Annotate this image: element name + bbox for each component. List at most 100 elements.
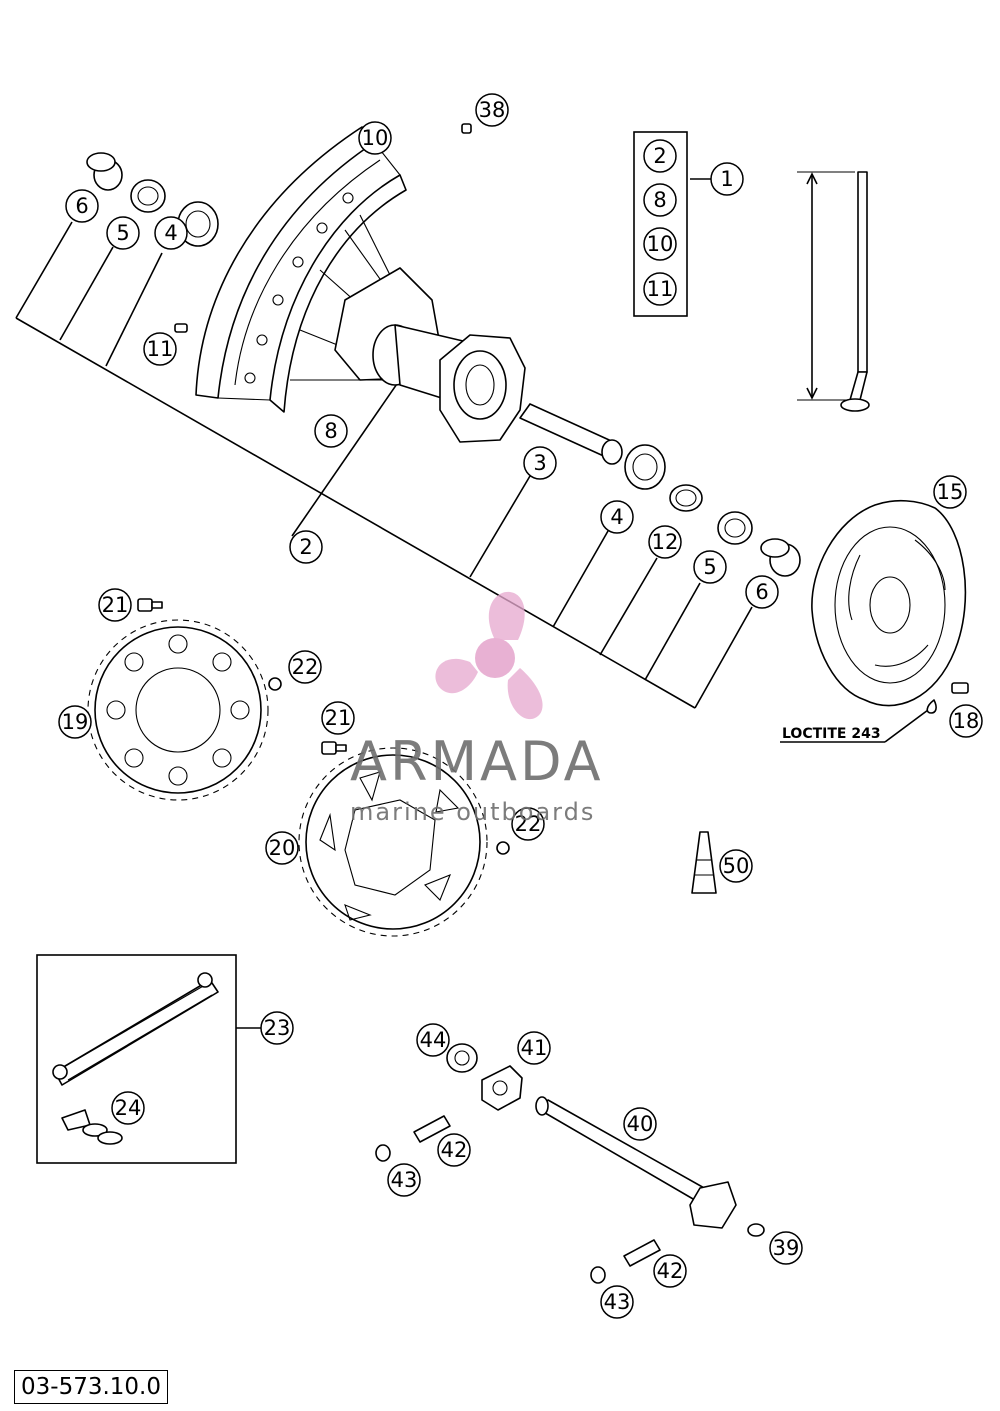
seal-5-right	[717, 511, 753, 545]
svg-text:50: 50	[723, 854, 750, 878]
svg-text:5: 5	[116, 221, 129, 245]
nipple-38	[461, 123, 472, 134]
sprocket-19	[87, 619, 269, 801]
spoke-nipple-11	[174, 323, 188, 333]
svg-text:12: 12	[652, 530, 679, 554]
callout-12[interactable]: 12	[648, 525, 682, 559]
svg-text:40: 40	[627, 1112, 654, 1136]
callout-24[interactable]: 24	[111, 1091, 145, 1125]
axle-40	[535, 1096, 737, 1229]
svg-text:19: 19	[62, 710, 89, 734]
svg-text:3: 3	[533, 451, 546, 475]
svg-text:43: 43	[604, 1290, 631, 1314]
callout-44[interactable]: 44	[416, 1023, 450, 1057]
leader-lines	[15, 178, 929, 1029]
sprocket-20	[298, 747, 488, 937]
callout-15[interactable]: 15	[933, 475, 967, 509]
nut-22-upper	[268, 677, 282, 691]
callout-5-right[interactable]: 5	[693, 550, 727, 584]
nut-43-upper	[375, 1144, 391, 1162]
svg-text:2: 2	[653, 144, 666, 168]
callout-19[interactable]: 19	[58, 705, 92, 739]
nut-22-lower	[496, 841, 510, 855]
callout-18[interactable]: 18	[949, 704, 983, 738]
callout-6-left[interactable]: 6	[65, 189, 99, 223]
svg-text:1: 1	[720, 167, 733, 191]
seal-5-left	[130, 179, 166, 213]
callout-kit-1[interactable]: 1	[710, 162, 744, 196]
callout-10[interactable]: 10	[358, 121, 392, 155]
callout-22-upper[interactable]: 22	[288, 650, 322, 684]
svg-text:43: 43	[391, 1168, 418, 1192]
svg-text:38: 38	[479, 98, 506, 122]
bolt-21-upper	[137, 598, 163, 612]
svg-text:5: 5	[703, 555, 716, 579]
callout-22-lower[interactable]: 22	[511, 807, 545, 841]
svg-text:42: 42	[441, 1138, 468, 1162]
callout-6-right[interactable]: 6	[745, 575, 779, 609]
bearing-4-right	[624, 444, 666, 490]
callout-41[interactable]: 41	[517, 1031, 551, 1065]
hub	[334, 267, 526, 443]
callout-20[interactable]: 20	[265, 831, 299, 865]
callout-11[interactable]: 11	[143, 332, 177, 366]
spoke-dimension	[797, 171, 870, 412]
kit-callout-8[interactable]: 8	[643, 183, 677, 217]
loctite-bottle-50	[691, 831, 717, 894]
callout-4-right[interactable]: 4	[600, 500, 634, 534]
callout-2[interactable]: 2	[289, 530, 323, 564]
watermark: ARMADA marine outboards	[350, 591, 604, 826]
watermark-subtitle: marine outboards	[350, 798, 595, 826]
svg-text:10: 10	[647, 232, 674, 256]
callout-39[interactable]: 39	[769, 1231, 803, 1265]
callout-8[interactable]: 8	[314, 414, 348, 448]
svg-text:6: 6	[75, 194, 88, 218]
callout-42-lower[interactable]: 42	[653, 1254, 687, 1288]
callout-21-upper[interactable]: 21	[98, 588, 132, 622]
screw-42-upper	[413, 1115, 451, 1143]
svg-text:10: 10	[362, 126, 389, 150]
watermark-title: ARMADA	[350, 730, 604, 793]
circlip-12	[669, 484, 703, 512]
svg-text:15: 15	[937, 480, 964, 504]
screw-42-lower	[623, 1239, 661, 1267]
svg-text:6: 6	[755, 580, 768, 604]
svg-text:44: 44	[420, 1028, 447, 1052]
nut-44	[446, 1043, 478, 1073]
svg-text:4: 4	[610, 505, 623, 529]
drawing-number: 03-573.10.0	[14, 1370, 168, 1404]
callout-23[interactable]: 23	[260, 1011, 294, 1045]
callout-21-lower[interactable]: 21	[321, 701, 355, 735]
svg-text:11: 11	[647, 277, 674, 301]
callout-38[interactable]: 38	[475, 93, 509, 127]
callout-4-left[interactable]: 4	[154, 216, 188, 250]
svg-text:8: 8	[653, 188, 666, 212]
callout-40[interactable]: 40	[623, 1107, 657, 1141]
callout-3[interactable]: 3	[523, 446, 557, 480]
svg-text:22: 22	[515, 812, 542, 836]
kit-callout-2[interactable]: 2	[643, 139, 677, 173]
svg-text:8: 8	[324, 419, 337, 443]
kit-callout-11[interactable]: 11	[643, 272, 677, 306]
svg-text:42: 42	[657, 1259, 684, 1283]
spacer-6-left	[86, 152, 123, 191]
callout-43-lower[interactable]: 43	[600, 1285, 634, 1319]
callout-5-left[interactable]: 5	[106, 216, 140, 250]
disc-screw-18	[926, 682, 969, 714]
rim-holes	[244, 192, 354, 384]
nut-43-lower	[590, 1266, 606, 1284]
svg-text:21: 21	[102, 593, 129, 617]
propeller-logo	[435, 591, 543, 720]
callout-50[interactable]: 50	[719, 849, 753, 883]
callout-42-upper[interactable]: 42	[437, 1133, 471, 1167]
svg-text:2: 2	[299, 535, 312, 559]
svg-text:11: 11	[147, 337, 174, 361]
kit-callout-10[interactable]: 10	[643, 227, 677, 261]
callout-43-upper[interactable]: 43	[387, 1163, 421, 1197]
loctite-label: LOCTITE 243	[782, 726, 881, 742]
spacer-39	[747, 1223, 765, 1237]
svg-text:41: 41	[521, 1036, 548, 1060]
svg-text:39: 39	[773, 1236, 800, 1260]
